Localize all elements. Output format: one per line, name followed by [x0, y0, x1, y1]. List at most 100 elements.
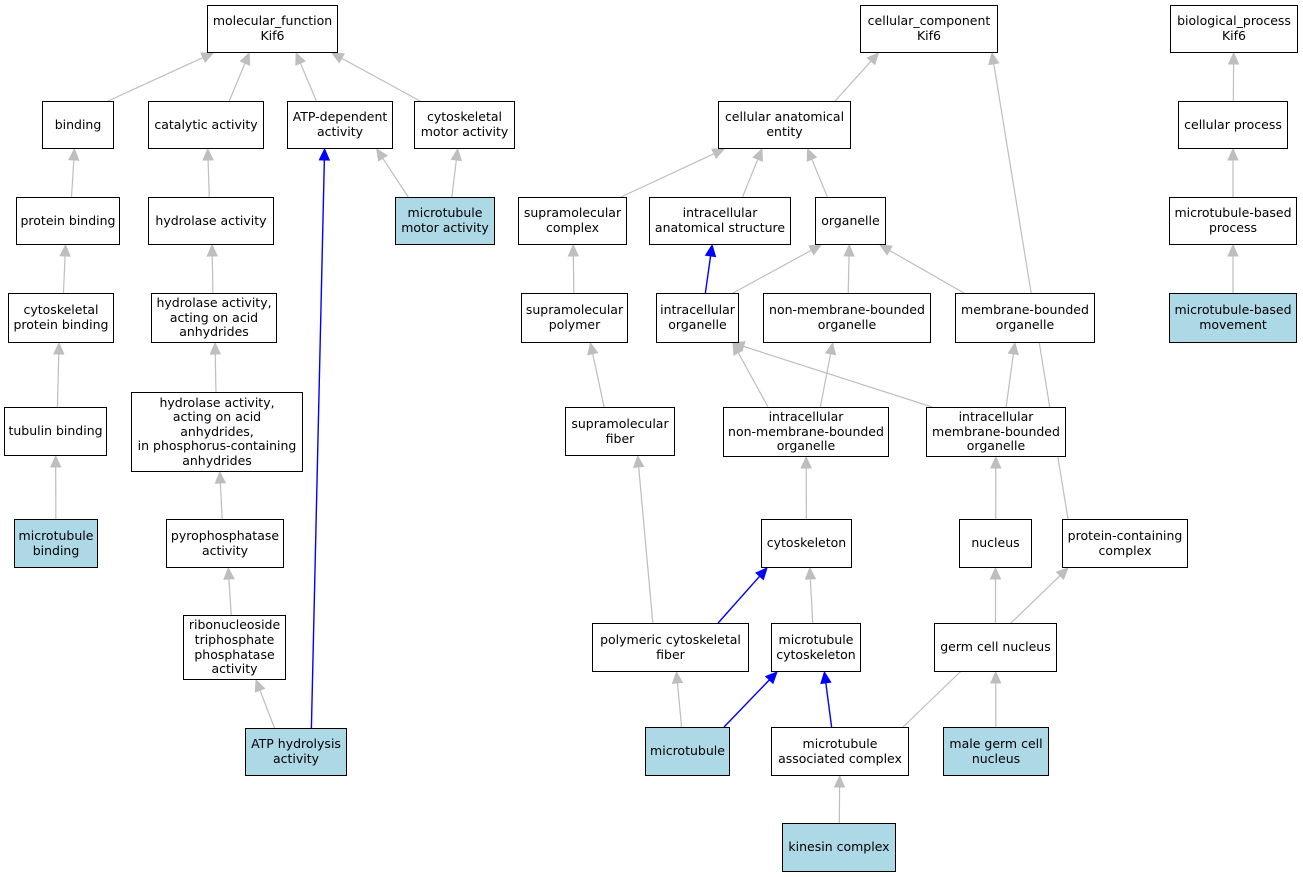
node-hydrolase-acid-anhydrides[interactable]: hydrolase activity, acting on acid anhyd…	[151, 293, 277, 343]
arrowhead-kinesin_complex-to-microtubule_associated_complex	[833, 774, 846, 788]
node-atp-dependent-activity[interactable]: ATP-dependent activity	[287, 101, 393, 149]
node-kinesin-complex[interactable]: kinesin complex	[782, 823, 896, 872]
node-microtubule-motor-activity[interactable]: microtubule motor activity	[395, 197, 495, 245]
arrowhead-intracellular_organelle-to-intracellular_anatomical_structure	[704, 243, 717, 258]
arrowhead-microtubule_based_movement-to-microtubule_based_process	[1227, 243, 1239, 257]
node-nucleus[interactable]: nucleus	[959, 519, 1032, 568]
arrowhead-pyrophosphatase_activity-to-hydrolase_phosphorus	[214, 470, 227, 484]
arrowhead-hydrolase_acid_anhydrides-to-hydrolase_activity	[206, 243, 219, 257]
arrowhead-microtubule_motor_activity-to-atp_dependent_activity	[376, 147, 388, 162]
node-binding[interactable]: binding	[42, 101, 114, 149]
node-membrane-bounded-organelle[interactable]: membrane-bounded organelle	[955, 293, 1095, 343]
edge-intracellular_non_membrane_bounded_organelle-to-intracellular_organelle	[737, 352, 769, 408]
node-intracellular-membrane-bounded-organelle[interactable]: intracellular membrane-bounded organelle	[926, 407, 1066, 457]
node-protein-containing-complex[interactable]: protein-containing complex	[1062, 519, 1188, 568]
node-supramolecular-polymer[interactable]: supramolecular polymer	[521, 293, 628, 343]
arrowhead-binding-to-molecular_function	[200, 52, 215, 64]
arrowhead-microtubule_cytoskeleton-to-cytoskeleton	[804, 566, 817, 580]
edge-microtubule-to-polymeric_cytoskeletal_fiber	[676, 682, 683, 728]
edge-atp_dependent_activity-to-molecular_function	[299, 62, 317, 102]
arrowhead-cytoskeletal_protein_binding-to-protein_binding	[59, 243, 71, 257]
edge-intracellular_membrane_bounded_organelle-to-membrane_bounded_organelle	[1005, 353, 1014, 408]
edge-ribonucleoside_triphosphate_phosphatase-to-pyrophosphatase_activity	[228, 578, 232, 616]
node-microtubule[interactable]: microtubule	[645, 727, 730, 776]
node-cytoskeletal-protein-binding[interactable]: cytoskeletal protein binding	[8, 293, 114, 343]
edge-hydrolase_phosphorus-to-hydrolase_acid_anhydrides	[214, 353, 217, 393]
edge-microtubule_cytoskeleton-to-cytoskeleton	[809, 578, 814, 624]
node-ribonucleoside-triphosphate-phosphatase[interactable]: ribonucleoside triphosphate phosphatase …	[183, 615, 286, 680]
arrowhead-cytoskeleton-to-intracellular_non_membrane_bounded_organelle	[800, 455, 812, 469]
arrowhead-microtubule_motor_activity-to-cytoskeletal_motor_activity	[450, 147, 463, 162]
node-microtubule-associated-complex[interactable]: microtubule associated complex	[771, 727, 909, 776]
arrowhead-atp_dependent_activity-to-molecular_function	[295, 51, 306, 66]
node-biological-process[interactable]: biological_process Kif6	[1170, 5, 1298, 53]
arrowhead-membrane_bounded_organelle-to-organelle	[878, 244, 893, 256]
node-cellular-anatomical-entity[interactable]: cellular anatomical entity	[718, 101, 851, 149]
arrowhead-tubulin_binding-to-cytoskeletal_protein_binding	[53, 341, 65, 355]
arrowhead-ribonucleoside_triphosphate_phosphatase-to-pyrophosphatase_activity	[223, 566, 235, 580]
node-hydrolase-activity[interactable]: hydrolase activity	[148, 197, 274, 245]
edge-atp_hydrolysis_activity-to-ribonucleoside_triphosphate_phosphatase	[259, 690, 276, 729]
node-catalytic-activity[interactable]: catalytic activity	[148, 101, 264, 149]
edge-organelle-to-cellular_anatomical_entity	[811, 158, 828, 198]
node-cellular-component[interactable]: cellular_component Kif6	[860, 5, 998, 53]
edge-hydrolase_acid_anhydrides-to-hydrolase_activity	[211, 255, 214, 294]
edge-polymeric_cytoskeletal_fiber-to-supramolecular_fiber	[638, 466, 654, 624]
node-cytoskeleton[interactable]: cytoskeleton	[761, 519, 852, 568]
node-polymeric-cytoskeletal-fiber[interactable]: polymeric cytoskeletal fiber	[592, 623, 749, 672]
edge-binding-to-molecular_function	[107, 57, 204, 102]
node-organelle[interactable]: organelle	[815, 197, 886, 245]
edge-tubulin_binding-to-cytoskeletal_protein_binding	[56, 353, 60, 408]
node-atp-hydrolysis-activity[interactable]: ATP hydrolysis activity	[245, 728, 347, 776]
node-tubulin-binding[interactable]: tubulin binding	[4, 407, 107, 456]
node-cellular-process[interactable]: cellular process	[1178, 101, 1288, 149]
edge-cellular_anatomical_entity-to-cellular_component	[834, 60, 872, 102]
edge-catalytic_activity-to-molecular_function	[228, 62, 246, 102]
arrowhead-intracellular_organelle-to-organelle	[808, 244, 823, 256]
arrowhead-polymeric_cytoskeletal_fiber-to-cytoskeleton	[755, 567, 768, 581]
arrowhead-supramolecular_polymer-to-supramolecular_complex	[567, 243, 580, 257]
edge-protein_binding-to-binding	[70, 159, 75, 198]
node-non-membrane-bounded-organelle[interactable]: non-membrane-bounded organelle	[763, 293, 931, 343]
node-intracellular-non-membrane-bounded-organelle[interactable]: intracellular non-membrane-bounded organ…	[723, 407, 889, 457]
arrowhead-germ_cell_nucleus-to-nucleus	[989, 566, 1002, 580]
arrowhead-male_germ_cell_nucleus-to-germ_cell_nucleus	[989, 670, 1002, 684]
arrowhead-microtubule_associated_complex-to-protein_containing_complex	[1055, 567, 1069, 581]
arrowhead-supramolecular_complex-to-cellular_anatomical_entity	[711, 148, 726, 160]
arrowhead-hydrolase_phosphorus-to-hydrolase_acid_anhydrides	[209, 341, 222, 355]
arrowhead-cytoskeletal_motor_activity-to-molecular_function	[330, 52, 345, 64]
edge-microtubule_motor_activity-to-atp_dependent_activity	[382, 157, 409, 198]
node-hydrolase-phosphorus[interactable]: hydrolase activity, acting on acid anhyd…	[131, 392, 303, 472]
arrowhead-hydrolase_activity-to-catalytic_activity	[202, 147, 214, 161]
arrowhead-intracellular_anatomical_structure-to-cellular_anatomical_entity	[752, 147, 763, 162]
node-cytoskeletal-motor-activity[interactable]: cytoskeletal motor activity	[414, 101, 515, 149]
node-supramolecular-fiber[interactable]: supramolecular fiber	[565, 407, 675, 456]
node-microtubule-based-process[interactable]: microtubule-based process	[1169, 197, 1297, 245]
arrowhead-protein_containing_complex-to-cellular_component	[988, 51, 1000, 66]
arrowhead-atp_hydrolysis_activity-to-ribonucleoside_triphosphate_phosphatase	[254, 678, 266, 693]
edge-supramolecular_complex-to-cellular_anatomical_entity	[620, 153, 715, 198]
edge-cytoskeletal_protein_binding-to-protein_binding	[62, 255, 66, 294]
arrowhead-intracellular_membrane_bounded_organelle-to-intracellular_organelle	[731, 341, 746, 353]
node-microtubule-binding[interactable]: microtubule binding	[14, 519, 98, 568]
node-intracellular-anatomical-structure[interactable]: intracellular anatomical structure	[649, 197, 791, 245]
node-intracellular-organelle[interactable]: intracellular organelle	[656, 293, 739, 343]
node-molecular-function[interactable]: molecular_function Kif6	[207, 5, 338, 53]
node-pyrophosphatase-activity[interactable]: pyrophosphatase activity	[166, 519, 284, 568]
edge-supramolecular_fiber-to-supramolecular_polymer	[592, 353, 605, 408]
arrowhead-catalytic_activity-to-molecular_function	[239, 51, 251, 66]
node-protein-binding[interactable]: protein binding	[16, 197, 120, 245]
node-microtubule-cytoskeleton[interactable]: microtubule cytoskeleton	[771, 623, 861, 672]
node-germ-cell-nucleus[interactable]: germ cell nucleus	[934, 623, 1057, 672]
node-microtubule-based-movement[interactable]: microtubule-based movement	[1169, 293, 1297, 343]
node-male-germ-cell-nucleus[interactable]: male germ cell nucleus	[943, 727, 1049, 776]
node-supramolecular-complex[interactable]: supramolecular complex	[518, 197, 627, 245]
edge-polymeric_cytoskeletal_fiber-to-cytoskeleton	[717, 575, 761, 624]
edge-intracellular_organelle-to-organelle	[732, 249, 812, 294]
edge-cytoskeletal_motor_activity-to-molecular_function	[341, 57, 421, 102]
arrowhead-microtubule-to-microtubule_cytoskeleton	[764, 671, 778, 685]
edge-microtubule_motor_activity-to-cytoskeletal_motor_activity	[451, 159, 457, 198]
edge-intracellular_non_membrane_bounded_organelle-to-non_membrane_bounded_organelle	[819, 353, 832, 408]
edge-hydrolase_activity-to-catalytic_activity	[207, 159, 210, 198]
